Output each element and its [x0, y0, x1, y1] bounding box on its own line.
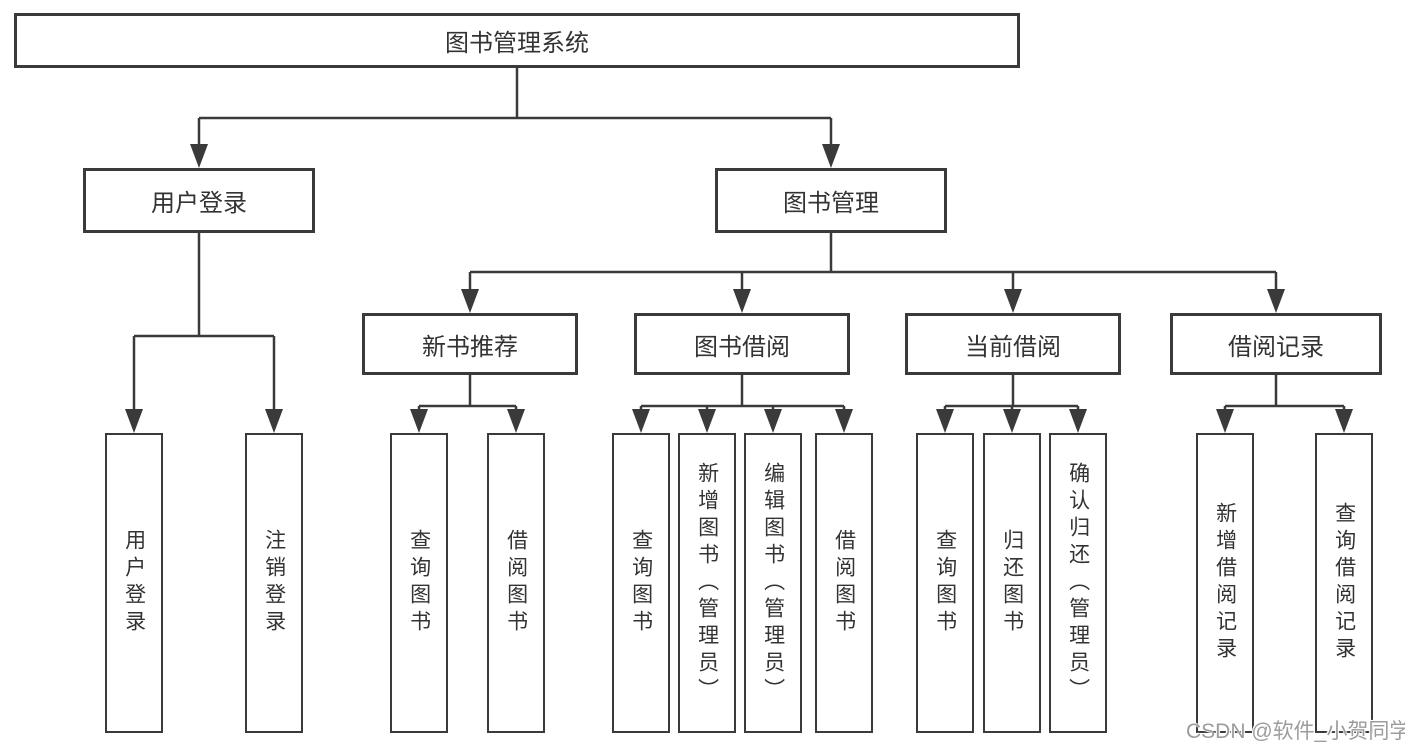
- arrowheads: [125, 144, 1353, 433]
- csdn-watermark: CSDN @软件_小贺同学: [1186, 720, 1405, 743]
- leaf-label: 确认归还（管理员）: [1066, 461, 1090, 705]
- leaf-add-books-admin: 新增图书（管理员）: [678, 433, 736, 733]
- leaf-recommend-borrow-books: 借阅图书: [487, 433, 545, 733]
- leaf-query-borrow-record: 查询借阅记录: [1315, 433, 1373, 733]
- node-new-book-recommend: 新书推荐: [362, 313, 578, 375]
- node-book-management: 图书管理: [715, 168, 947, 233]
- leaf-label: 归还图书: [1000, 529, 1024, 637]
- leaf-return-books: 归还图书: [983, 433, 1041, 733]
- leaf-label: 用户登录: [122, 529, 146, 637]
- edge-userlogin-to-leaves: [132, 233, 276, 414]
- edge-records-to-leaves: [1223, 375, 1346, 414]
- leaf-label: 新增图书（管理员）: [695, 461, 719, 705]
- leaf-label: 查询图书: [407, 529, 431, 637]
- node-borrow-records: 借阅记录: [1170, 313, 1382, 375]
- node-book-borrow: 图书借阅: [634, 313, 850, 375]
- leaf-label: 查询图书: [933, 529, 957, 637]
- leaf-label: 注销登录: [262, 529, 286, 637]
- leaf-label: 查询借阅记录: [1332, 502, 1356, 664]
- node-current-borrow: 当前借阅: [905, 313, 1121, 375]
- leaf-logout: 注销登录: [245, 433, 303, 733]
- leaf-user-login: 用户登录: [105, 433, 163, 733]
- leaf-borrow-books: 借阅图书: [815, 433, 873, 733]
- edge-borrow-to-leaves: [639, 375, 846, 414]
- leaf-borrow-query-books: 查询图书: [612, 433, 670, 733]
- leaf-recommend-query-books: 查询图书: [390, 433, 448, 733]
- leaf-confirm-return-admin: 确认归还（管理员）: [1049, 433, 1107, 733]
- leaf-label: 查询图书: [629, 529, 653, 637]
- leaf-label: 新增借阅记录: [1213, 502, 1237, 664]
- leaf-label: 编辑图书（管理员）: [761, 461, 785, 705]
- leaf-edit-books-admin: 编辑图书（管理员）: [744, 433, 802, 733]
- node-root-system: 图书管理系统: [14, 13, 1020, 68]
- edge-current-to-leaves: [943, 375, 1080, 414]
- node-user-login: 用户登录: [83, 168, 315, 233]
- leaf-label: 借阅图书: [504, 529, 528, 637]
- leaf-add-borrow-record: 新增借阅记录: [1196, 433, 1254, 733]
- leaf-current-query-books: 查询图书: [916, 433, 974, 733]
- edge-root-to-level2: [197, 68, 833, 146]
- edge-recommend-to-leaves: [417, 375, 518, 414]
- edge-bookmgmt-to-level3: [468, 233, 1278, 292]
- leaf-label: 借阅图书: [832, 529, 856, 637]
